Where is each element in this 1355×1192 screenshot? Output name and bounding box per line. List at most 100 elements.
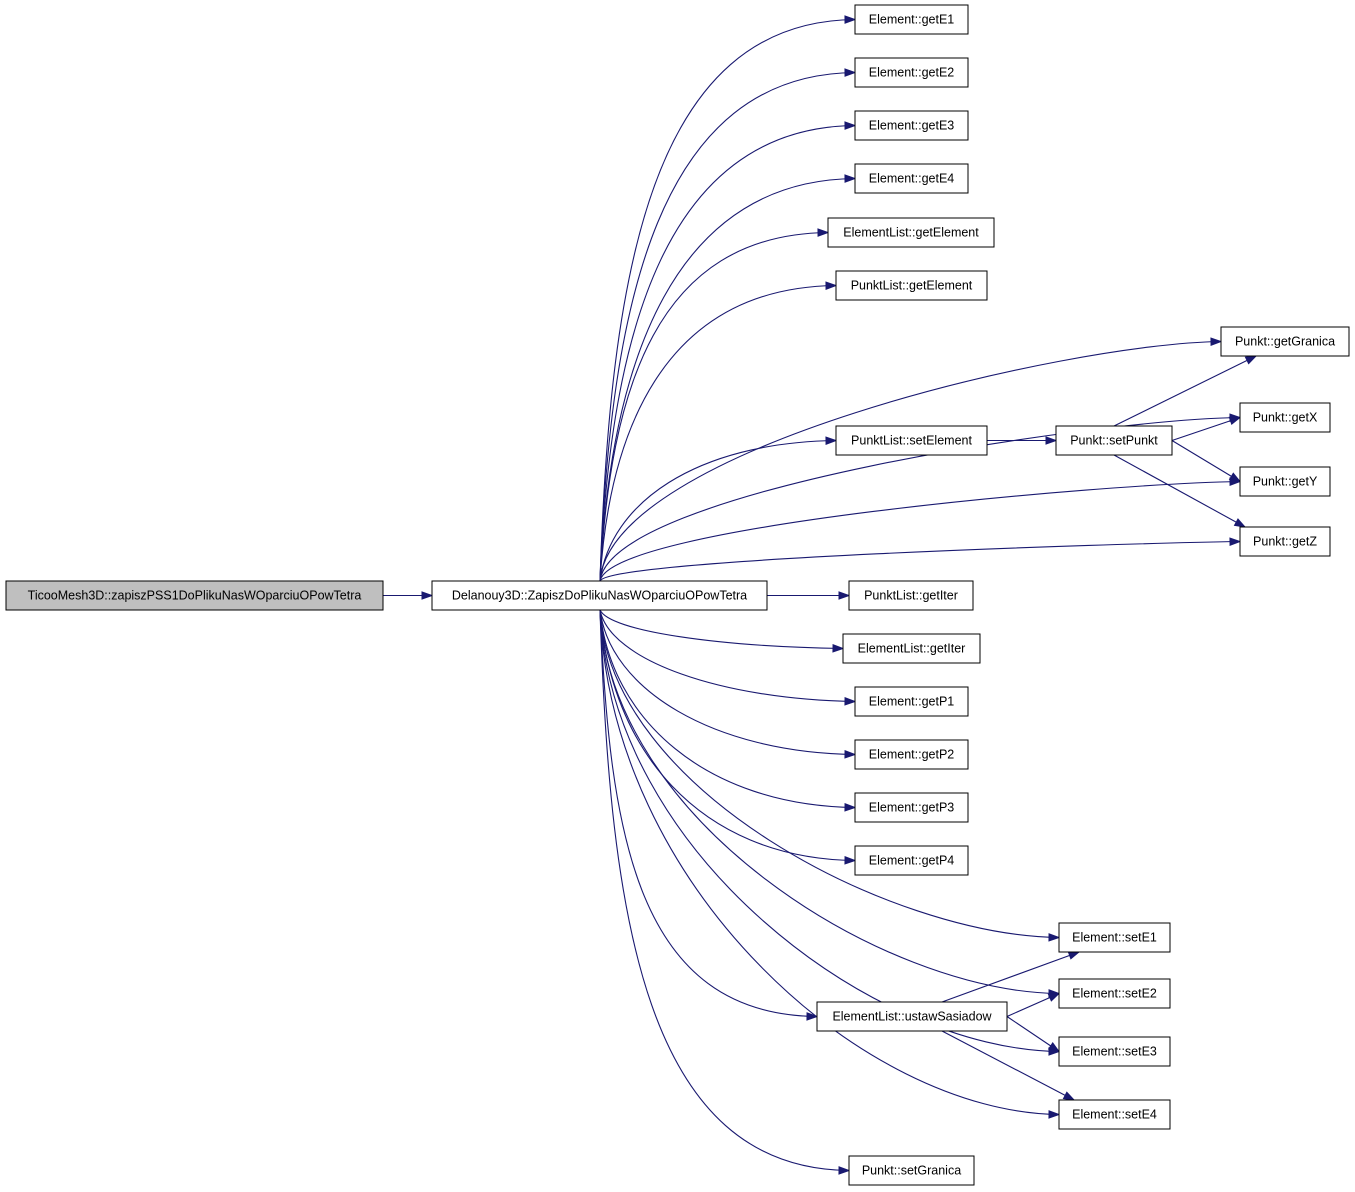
edge-line bbox=[599, 231, 829, 582]
edge-main-to-element_setE1 bbox=[599, 609, 1061, 942]
node-box[interactable] bbox=[854, 163, 969, 194]
node-element_setE1[interactable]: Element::setE1 bbox=[1058, 922, 1171, 953]
node-box[interactable] bbox=[816, 1001, 1008, 1032]
node-box[interactable] bbox=[1058, 1099, 1171, 1130]
node-box[interactable] bbox=[1058, 922, 1171, 953]
node-element_getP1[interactable]: Element::getP1 bbox=[854, 686, 969, 717]
node-box[interactable] bbox=[854, 792, 969, 823]
node-box[interactable] bbox=[848, 1155, 975, 1186]
node-element_setE3[interactable]: Element::setE3 bbox=[1058, 1036, 1171, 1067]
edge-main-to-punkt_setGranica bbox=[599, 609, 851, 1175]
node-label: TicooMesh3D::zapiszPSS1DoPlikuNasWOparci… bbox=[28, 589, 362, 603]
node-box[interactable] bbox=[854, 57, 969, 88]
node-elementlist_getElement[interactable]: ElementList::getElement bbox=[827, 217, 995, 248]
node-punkt_setPunkt[interactable]: Punkt::setPunkt bbox=[1055, 425, 1173, 456]
arrowhead bbox=[1048, 1110, 1061, 1119]
node-element_getE4[interactable]: Element::getE4 bbox=[854, 163, 969, 194]
edge-line bbox=[599, 18, 856, 582]
node-box[interactable] bbox=[1058, 978, 1171, 1009]
node-box[interactable] bbox=[1239, 402, 1331, 433]
arrowhead bbox=[844, 15, 857, 24]
node-box[interactable] bbox=[1239, 526, 1331, 557]
node-box[interactable] bbox=[848, 580, 974, 611]
node-punktlist_getElement[interactable]: PunktList::getElement bbox=[835, 270, 988, 301]
node-element_getP4[interactable]: Element::getP4 bbox=[854, 845, 969, 876]
edge-main-to-punktlist_getIter bbox=[767, 591, 851, 600]
node-box[interactable] bbox=[854, 686, 969, 717]
edge-elementlist_ustawSasiadow-to-element_setE4 bbox=[941, 1030, 1076, 1101]
node-box[interactable] bbox=[5, 580, 384, 611]
node-box[interactable] bbox=[854, 739, 969, 770]
node-root[interactable]: TicooMesh3D::zapiszPSS1DoPlikuNasWOparci… bbox=[5, 580, 384, 611]
node-element_setE4[interactable]: Element::setE4 bbox=[1058, 1099, 1171, 1130]
node-box[interactable] bbox=[854, 4, 969, 35]
arrowhead bbox=[1210, 337, 1223, 346]
edge-main-to-elementlist_ustawSasiadow bbox=[599, 609, 819, 1021]
edge-punkt_setPunkt-to-punkt_getY bbox=[1171, 440, 1242, 483]
node-label: ElementList::getElement bbox=[843, 226, 979, 240]
node-elementlist_ustawSasiadow[interactable]: ElementList::ustawSasiadow bbox=[816, 1001, 1008, 1032]
arrowhead bbox=[838, 591, 851, 600]
arrowhead bbox=[1229, 537, 1242, 546]
node-element_setE2[interactable]: Element::setE2 bbox=[1058, 978, 1171, 1009]
node-element_getE2[interactable]: Element::getE2 bbox=[854, 57, 969, 88]
node-punktlist_setElement[interactable]: PunktList::setElement bbox=[835, 425, 988, 456]
node-label: PunktList::getElement bbox=[851, 279, 973, 293]
node-label: Element::getE2 bbox=[869, 66, 955, 80]
node-punktlist_getIter[interactable]: PunktList::getIter bbox=[848, 580, 974, 611]
node-box[interactable] bbox=[835, 425, 988, 456]
edge-line bbox=[599, 609, 856, 756]
arrowhead bbox=[1048, 933, 1061, 942]
node-box[interactable] bbox=[1055, 425, 1173, 456]
edge-elementlist_ustawSasiadow-to-element_setE2 bbox=[1006, 992, 1061, 1018]
node-box[interactable] bbox=[431, 580, 768, 611]
node-label: ElementList::getIter bbox=[858, 642, 966, 656]
node-box[interactable] bbox=[854, 845, 969, 876]
edges-layer bbox=[383, 15, 1258, 1175]
edge-main-to-elementlist_getElement bbox=[599, 228, 830, 582]
node-element_getP2[interactable]: Element::getP2 bbox=[854, 739, 969, 770]
node-box[interactable] bbox=[854, 110, 969, 141]
node-label: Element::getP4 bbox=[869, 854, 955, 868]
node-label: Punkt::getY bbox=[1253, 475, 1318, 489]
node-main[interactable]: Delanouy3D::ZapiszDoPlikuNasWOparciuOPow… bbox=[431, 580, 768, 611]
node-label: Delanouy3D::ZapiszDoPlikuNasWOparciuOPow… bbox=[452, 589, 747, 603]
edge-main-to-punktlist_setElement bbox=[599, 436, 838, 582]
node-box[interactable] bbox=[827, 217, 995, 248]
node-box[interactable] bbox=[1239, 466, 1331, 497]
node-punkt_getY[interactable]: Punkt::getY bbox=[1239, 466, 1331, 497]
edge-main-to-element_getE2 bbox=[599, 68, 857, 582]
node-label: Punkt::setGranica bbox=[862, 1164, 961, 1178]
node-element_getE1[interactable]: Element::getE1 bbox=[854, 4, 969, 35]
node-elementlist_getIter[interactable]: ElementList::getIter bbox=[842, 633, 981, 664]
node-box[interactable] bbox=[1220, 326, 1350, 357]
node-punkt_setGranica[interactable]: Punkt::setGranica bbox=[848, 1155, 975, 1186]
edge-line bbox=[1113, 355, 1257, 427]
nodes-layer: TicooMesh3D::zapiszPSS1DoPlikuNasWOparci… bbox=[5, 4, 1350, 1186]
edge-main-to-element_getP3 bbox=[599, 609, 857, 812]
edge-line bbox=[599, 609, 1060, 939]
node-box[interactable] bbox=[1058, 1036, 1171, 1067]
node-punkt_getGranica[interactable]: Punkt::getGranica bbox=[1220, 326, 1350, 357]
node-element_getE3[interactable]: Element::getE3 bbox=[854, 110, 969, 141]
arrowhead bbox=[844, 68, 857, 77]
node-punkt_getZ[interactable]: Punkt::getZ bbox=[1239, 526, 1331, 557]
node-label: Element::setE4 bbox=[1072, 1108, 1157, 1122]
edge-line bbox=[599, 609, 844, 650]
arrowhead bbox=[817, 228, 830, 237]
node-label: Element::getE1 bbox=[869, 13, 955, 27]
edge-line bbox=[941, 1030, 1075, 1101]
arrowhead bbox=[1047, 1042, 1061, 1053]
arrowhead bbox=[1047, 992, 1061, 1002]
edge-main-to-element_getP1 bbox=[599, 609, 857, 706]
arrowhead bbox=[1233, 518, 1247, 528]
edge-line bbox=[599, 609, 1060, 995]
edge-punkt_setPunkt-to-punkt_getX bbox=[1171, 416, 1242, 442]
node-punkt_getX[interactable]: Punkt::getX bbox=[1239, 402, 1331, 433]
node-box[interactable] bbox=[835, 270, 988, 301]
node-label: Element::getP3 bbox=[869, 801, 955, 815]
arrowhead bbox=[825, 436, 838, 445]
node-element_getP3[interactable]: Element::getP3 bbox=[854, 792, 969, 823]
node-box[interactable] bbox=[842, 633, 981, 664]
